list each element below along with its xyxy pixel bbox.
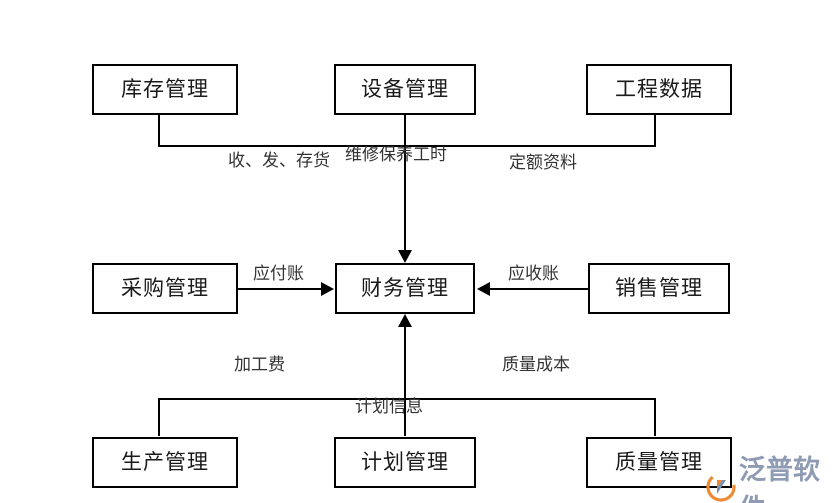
node-inventory[interactable]: 库存管理 [92,64,238,115]
connector-purchase-to-finance [238,288,322,290]
edge-label-quota-data: 定额资料 [509,153,577,172]
connector-quality-up [654,398,656,436]
node-label: 采购管理 [121,276,209,300]
watermark-brand-text: 泛普软件 [739,455,820,503]
node-quality[interactable]: 质量管理 [586,437,732,488]
connector-sales-to-finance [490,288,588,290]
node-label: 计划管理 [361,450,449,474]
node-finance[interactable]: 财务管理 [335,263,475,314]
arrowhead-into-finance-left [321,282,334,296]
node-label: 生产管理 [121,450,209,474]
node-planning[interactable]: 计划管理 [334,437,476,488]
connector-engineering-down [654,115,656,146]
node-label: 质量管理 [615,450,703,474]
node-label: 库存管理 [121,77,209,101]
connector-bus-to-finance-bottom [404,326,406,398]
node-label: 销售管理 [615,276,703,300]
node-label: 设备管理 [361,77,449,101]
node-production[interactable]: 生产管理 [92,437,238,488]
connector-bus-to-finance [404,145,406,250]
node-purchase[interactable]: 采购管理 [92,263,238,314]
connector-planning-up [404,398,406,436]
node-label: 财务管理 [361,276,449,300]
edge-label-plan-information: 计划信息 [355,397,423,416]
node-engineering-data[interactable]: 工程数据 [586,64,732,115]
bottom-bus-line [158,398,656,400]
edge-label-quality-cost: 质量成本 [502,355,570,374]
connector-inventory-down [158,115,160,146]
node-equipment[interactable]: 设备管理 [334,64,476,115]
arrowhead-into-finance-bottom [398,314,412,327]
edge-label-accounts-receivable: 应收账 [508,264,559,283]
connector-equipment-down [404,115,406,146]
node-label: 工程数据 [615,77,703,101]
node-sales[interactable]: 销售管理 [588,263,730,314]
edge-label-accounts-payable: 应付账 [253,264,304,283]
connector-production-up [158,398,160,436]
edge-label-maintenance-hours: 维修保养工时 [345,145,447,164]
top-bus-line [158,145,656,147]
edge-label-processing-fee: 加工费 [234,355,285,374]
arrowhead-into-finance-right [477,282,490,296]
edge-label-receipt-issue-stock: 收、发、存货 [228,151,330,170]
arrowhead-into-finance-top [398,250,412,263]
